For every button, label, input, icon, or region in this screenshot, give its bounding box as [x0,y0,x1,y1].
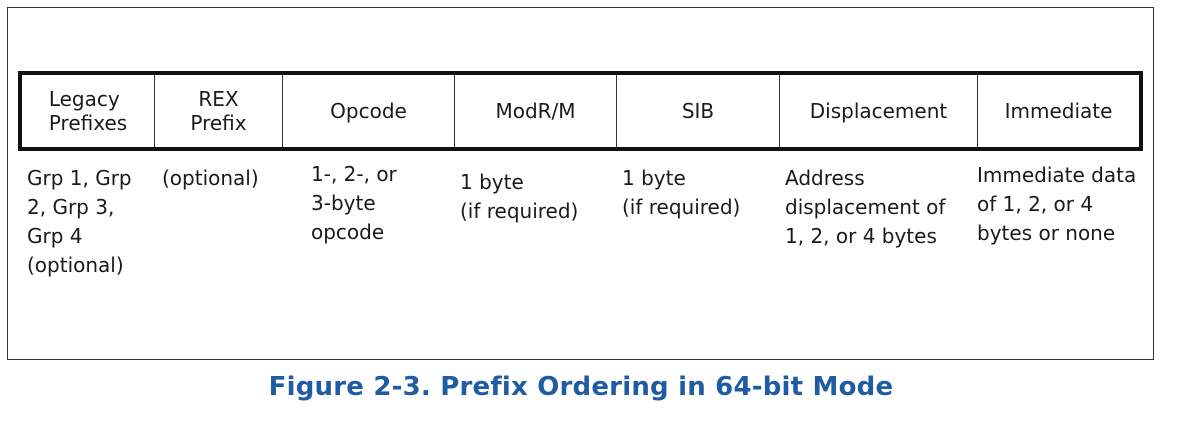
field-immediate: Immediate [978,75,1139,147]
desc-sib: 1 byte (if required) [622,166,741,219]
field-label: ModR/M [495,99,576,123]
field-label: Immediate [1004,99,1113,123]
figure-caption: Figure 2-3. Prefix Ordering in 64-bit Mo… [268,372,894,402]
desc-legacy-prefixes: Grp 1, Grp 2, Grp 3, Grp 4 (optional) [27,166,132,277]
field-label: Displacement [809,99,948,123]
desc-modrm: 1 byte (if required) [460,170,579,223]
desc-opcode: 1-, 2-, or 3-byte opcode [311,162,397,244]
field-displacement: Displacement [780,75,978,147]
field-sib: SIB [617,75,780,147]
field-rex-prefix: REX Prefix [155,75,283,147]
field-modrm: ModR/M [455,75,617,147]
desc-rex-prefix: (optional) [162,166,259,190]
desc-displacement: Address displacement of 1, 2, or 4 bytes [785,166,946,248]
desc-immediate: Immediate data of 1, 2, or 4 bytes or no… [977,163,1137,245]
field-opcode: Opcode [283,75,455,147]
field-label: REX Prefix [190,87,247,135]
field-label: Legacy Prefixes [48,87,128,135]
figure-frame [7,7,1154,360]
field-label: Opcode [330,99,407,123]
instruction-format-row: Legacy Prefixes REX Prefix Opcode ModR/M… [18,71,1143,151]
field-legacy-prefixes: Legacy Prefixes [22,75,155,147]
field-label: SIB [681,99,715,123]
